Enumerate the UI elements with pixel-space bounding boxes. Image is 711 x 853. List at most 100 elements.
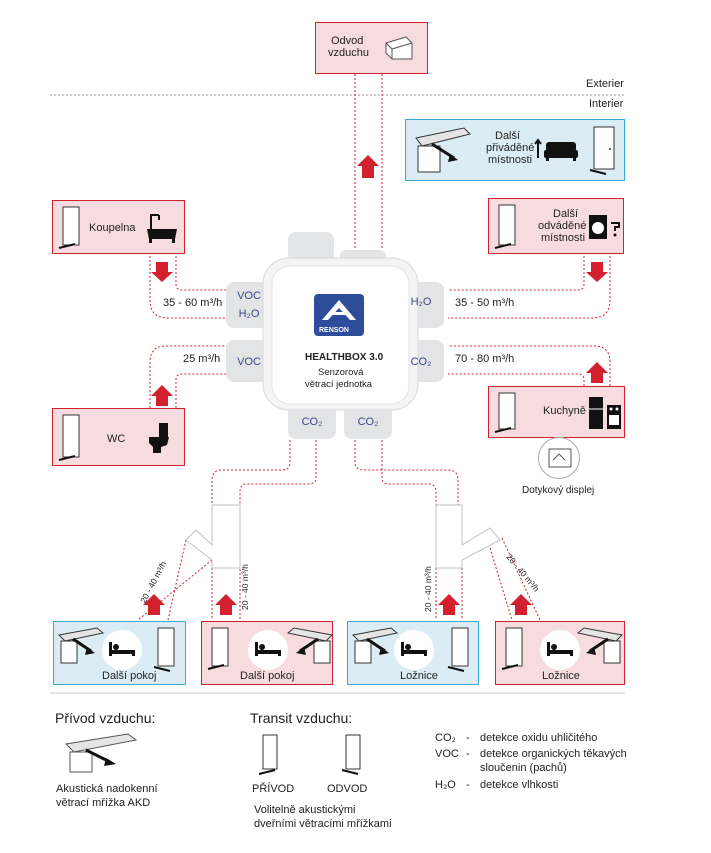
legend-privod-title: Přívod vzduchu: xyxy=(55,710,156,726)
unit-name: HEALTHBOX 3.0 xyxy=(305,352,384,363)
legend-door-odvod-icon xyxy=(341,734,361,775)
legend-transit-privod: PŘÍVOD xyxy=(252,783,295,795)
window-vent-icon xyxy=(576,627,624,664)
duct-koupelna xyxy=(149,252,232,319)
port-voc-top-left: VOC xyxy=(237,290,261,302)
duct-tree-left-body xyxy=(185,504,241,569)
koupelna-label: Koupelna xyxy=(89,222,136,234)
dalsi-privadene-line1: Další xyxy=(495,130,521,142)
port-h2o-left: H₂O xyxy=(238,308,260,320)
legend-transit-title: Transit vzduchu: xyxy=(250,710,353,726)
bottom-2-label: Další pokoj xyxy=(240,670,295,682)
legend-voc-abbr: VOC xyxy=(435,748,459,760)
room-bottom-3: Ložnice xyxy=(347,621,479,685)
legend-co2-dash: - xyxy=(466,732,470,744)
renson-logo xyxy=(314,294,364,336)
legend-voc-text-line1: detekce organických těkavých xyxy=(480,748,627,760)
sofa-icon xyxy=(534,138,578,161)
window-vent-icon xyxy=(57,627,105,664)
room-bottom-4: Ložnice xyxy=(495,621,625,685)
door-icon xyxy=(494,392,516,433)
door-icon xyxy=(447,627,469,672)
flow-bottom-3: 20 - 40 m³/h xyxy=(423,566,433,612)
duct-kuchyne xyxy=(448,345,611,386)
room-wc: WC xyxy=(52,408,185,466)
dalsi-privadene-line3: místnosti xyxy=(488,154,533,166)
legend-privod-desc-line1: Akustická nadokenní xyxy=(56,783,158,795)
port-co2-mid-right: CO₂ xyxy=(410,356,432,368)
bathtub-icon xyxy=(147,214,177,243)
room-koupelna: Koupelna xyxy=(52,200,185,254)
window-vent-icon xyxy=(286,627,334,664)
unit-subtitle-line2: větrací jednotka xyxy=(305,379,373,390)
port-co2-bottom-right: CO₂ xyxy=(357,416,379,428)
touch-display-label: Dotykový displej xyxy=(522,485,595,496)
odvod-label-line2: vzduchu xyxy=(328,47,369,59)
bed-icon xyxy=(255,642,281,656)
exhaust-duct xyxy=(354,74,383,250)
bottom-3-label: Ložnice xyxy=(400,670,438,682)
port-voc-mid-left: VOC xyxy=(237,356,261,368)
legend-door-privod-icon xyxy=(258,734,278,775)
door-icon xyxy=(58,414,80,461)
door-icon xyxy=(153,627,175,672)
door-icon xyxy=(501,627,523,670)
unit-subtitle-line1: Senzorová xyxy=(318,367,364,378)
flow-bottom-2: 20 - 40 m³/h xyxy=(240,564,250,610)
duct-tree-right xyxy=(354,440,541,621)
room-kuchyne: Kuchyně xyxy=(488,386,625,438)
legend-privod-desc-line2: větrací mřížka AKD xyxy=(56,797,151,809)
bed-icon xyxy=(547,642,573,656)
flow-kuchyne: 70 - 80 m³/h xyxy=(455,353,515,365)
legend-voc-dash: - xyxy=(466,748,470,760)
bottom-1-label: Další pokoj xyxy=(102,670,157,682)
port-co2-bottom-left: CO₂ xyxy=(301,416,323,428)
flow-arrows xyxy=(143,155,608,615)
legend-transit-odvod: ODVOD xyxy=(327,783,368,795)
legend-window-vent-icon xyxy=(64,733,138,773)
flow-dalsi-odvadene: 35 - 50 m³/h xyxy=(455,297,515,309)
dalsi-odvadene-line1: Další xyxy=(553,208,579,220)
bed-icon xyxy=(109,642,135,656)
window-vent-icon xyxy=(351,627,399,664)
duct-dalsi-odvadene xyxy=(448,252,611,319)
room-bottom-1: Další pokoj xyxy=(53,621,186,685)
legend-co2-text: detekce oxidu uhličitého xyxy=(480,732,598,744)
door-icon xyxy=(207,627,229,670)
window-vent-icon xyxy=(415,127,471,173)
toilet-icon xyxy=(149,423,169,453)
kuchyne-label: Kuchyně xyxy=(543,405,586,417)
port-h2o-right: H₂O xyxy=(410,296,432,308)
flow-koupelna: 35 - 60 m³/h xyxy=(163,297,223,309)
bed-icon xyxy=(401,642,427,656)
door-icon xyxy=(494,204,516,249)
duct-wc xyxy=(149,345,232,408)
fridge-stove-icon xyxy=(589,397,621,429)
washing-machine-icon xyxy=(589,215,620,239)
legend-transit-desc-line1: Volitelně akustickými xyxy=(254,804,356,816)
door-icon xyxy=(58,206,80,249)
room-dalsi-odvadene: Další odváděné místnosti xyxy=(488,198,624,254)
wc-label: WC xyxy=(107,433,126,445)
duct-tree-left xyxy=(137,440,317,621)
legend-h2o-abbr: H₂O xyxy=(435,779,456,791)
dalsi-privadene-line2: přiváděné xyxy=(486,142,535,154)
flow-wc: 25 m³/h xyxy=(183,353,221,365)
odvod-label-line1: Odvod xyxy=(331,35,364,47)
legend-voc-text-line2: sloučenin (pachů) xyxy=(480,762,567,774)
duct-tree-right-body xyxy=(435,504,501,569)
legend-h2o-dash: - xyxy=(466,779,470,791)
dalsi-odvadene-line3: místnosti xyxy=(541,232,586,244)
room-bottom-2: Další pokoj xyxy=(201,621,334,685)
room-odvod-vzduchu: Odvod vzduchu xyxy=(315,22,428,74)
exterior-label: Exterier xyxy=(586,78,624,90)
dalsi-odvadene-line2: odváděné xyxy=(538,220,587,232)
interior-label: Interier xyxy=(589,98,624,110)
exhaust-grille-icon xyxy=(385,36,413,60)
bottom-4-label: Ložnice xyxy=(542,670,580,682)
unit-brand-label: RENSON xyxy=(319,327,349,334)
legend-transit-desc-line2: dveřními větracími mřížkami xyxy=(254,818,392,830)
touch-display-icon[interactable] xyxy=(538,437,580,479)
legend-co2-abbr: CO₂ xyxy=(435,732,456,744)
